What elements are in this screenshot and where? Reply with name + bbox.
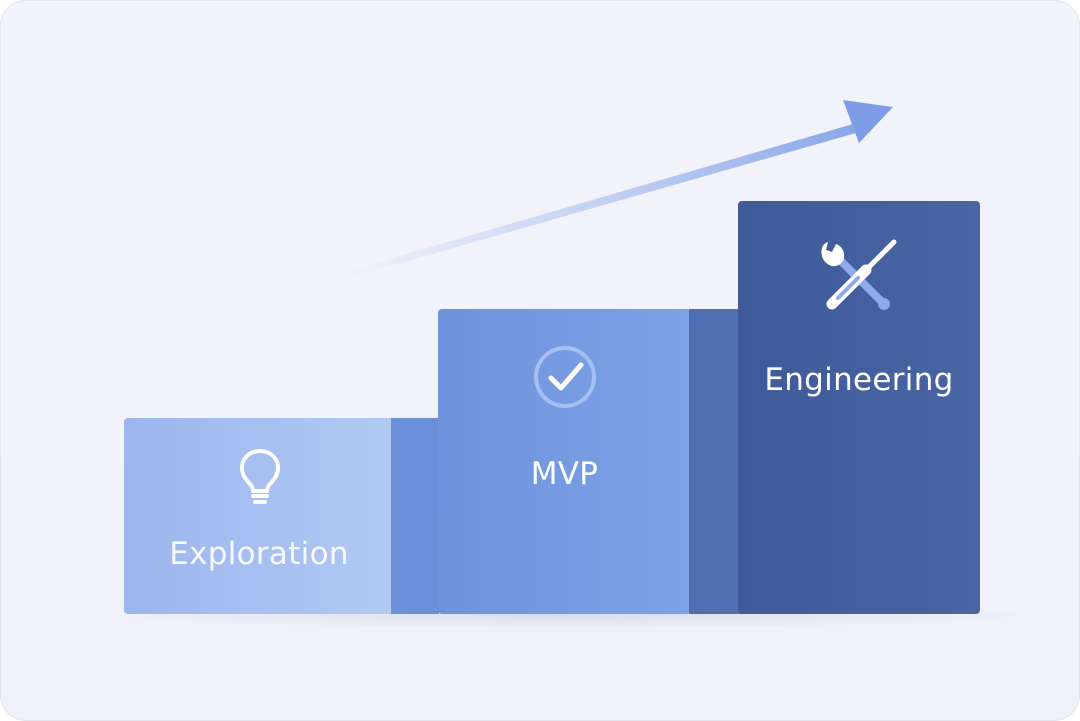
lightbulb-icon — [240, 449, 280, 504]
stage-exploration-side — [391, 418, 439, 614]
stage-engineering-label: Engineering — [764, 362, 954, 398]
stage-mvp-side — [689, 309, 741, 614]
checkmark-circle-icon — [534, 346, 596, 408]
wrench-screwdriver-icon — [821, 239, 897, 310]
stage-mvp-block — [438, 309, 691, 614]
stage-mvp-label: MVP — [530, 456, 599, 492]
stage-exploration-label: Exploration — [169, 536, 349, 572]
